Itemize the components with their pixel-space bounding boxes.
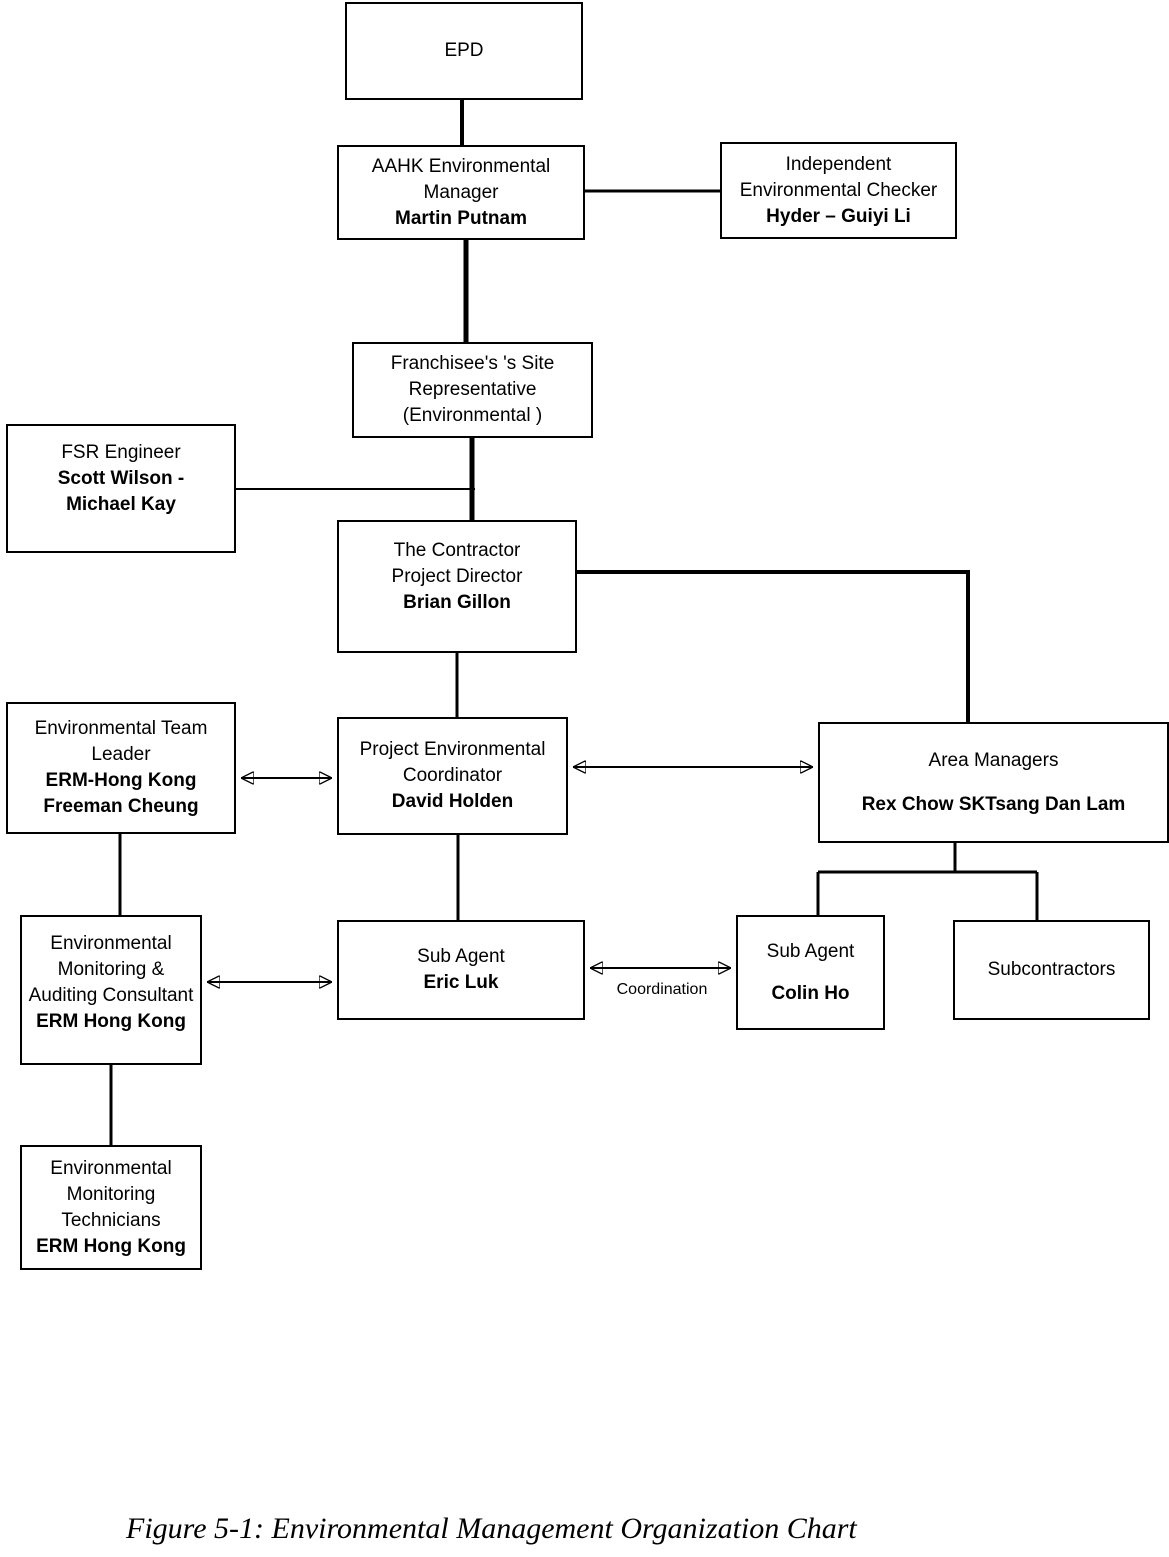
box-text-line: Freeman Cheung <box>43 796 199 817</box>
box-independent-environmental-checker: Independent Environmental Checker Hyder … <box>720 142 957 239</box>
box-text-line: ERM Hong Kong <box>36 1011 186 1032</box>
box-text-line: Area Managers <box>928 749 1059 771</box>
box-text-line: David Holden <box>391 791 514 812</box>
box-text-line: ERM-Hong Kong <box>45 770 197 791</box>
box-epd: EPD <box>345 2 583 100</box>
box-text-line: Environmental <box>50 933 172 954</box>
box-text-line: Technicians <box>61 1209 161 1231</box>
box-area-managers: Area Managers Rex Chow SKTsang Dan Lam <box>818 722 1169 843</box>
box-text-line: Brian Gillon <box>403 592 511 613</box>
box-text-line: Scott Wilson - <box>57 468 185 489</box>
box-text-line: The Contractor <box>393 540 521 561</box>
box-text-line: Subcontractors <box>987 959 1116 980</box>
box-environmental-monitoring-technicians: Environmental Monitoring Technicians ERM… <box>20 1145 202 1270</box>
connector-area-managers-branch <box>816 843 1039 920</box>
box-text-line: Monitoring & <box>57 959 165 980</box>
box-text-line: Project Environmental <box>359 739 546 760</box>
box-text-line: Franchisee's 's Site <box>390 353 555 374</box>
box-text-line: Leader <box>91 744 151 765</box>
box-text-line: Project Director <box>391 566 523 587</box>
box-subcontractors: Subcontractors <box>953 920 1150 1020</box>
box-environmental-monitoring-auditing-consultant: Environmental Monitoring & Auditing Cons… <box>20 915 202 1065</box>
box-text-line: Monitoring <box>66 1183 156 1205</box>
box-franchisee-site-representative: Franchisee's 's Site Representative (Env… <box>352 342 593 438</box>
box-project-environmental-coordinator: Project Environmental Coordinator David … <box>337 717 568 835</box>
box-contractor-project-director: The Contractor Project Director Brian Gi… <box>337 520 577 653</box>
box-text-line: Auditing Consultant <box>28 985 194 1006</box>
box-text-line: Sub Agent <box>766 940 855 962</box>
box-text-line: Sub Agent <box>417 946 505 967</box>
box-text-line: Michael Kay <box>66 494 176 515</box>
box-text-line: Hyder – Guiyi Li <box>766 205 911 227</box>
box-text-line: ERM Hong Kong <box>36 1235 186 1257</box>
box-text-line: Martin Putnam <box>395 207 527 229</box>
connector-contractor-pd-to-area-managers <box>577 570 970 722</box>
box-fsr-engineer: FSR Engineer Scott Wilson - Michael Kay <box>6 424 236 553</box>
box-text-line: Rex Chow SKTsang Dan Lam <box>861 793 1126 815</box>
box-text-line: Representative <box>408 379 537 400</box>
box-sub-agent-colin-ho: Sub Agent Colin Ho <box>736 915 885 1030</box>
box-text-line: Coordinator <box>402 765 503 786</box>
box-text-line: FSR Engineer <box>61 442 181 463</box>
box-text-line: AAHK Environmental <box>371 155 551 177</box>
box-aahk-environmental-manager: AAHK Environmental Manager Martin Putnam <box>337 145 585 240</box>
box-text-line: (Environmental ) <box>402 405 543 426</box>
coordination-label: Coordination <box>616 981 708 998</box>
box-text-line: Colin Ho <box>771 982 850 1004</box>
box-text-line: Eric Luk <box>423 972 499 993</box>
box-text-line: Environmental Checker <box>739 179 938 201</box>
box-text-line: Environmental Team <box>34 718 208 739</box>
box-text-line: Manager <box>423 181 499 203</box>
box-text-line: Environmental <box>50 1157 172 1179</box>
box-environmental-team-leader: Environmental Team Leader ERM-Hong Kong … <box>6 702 236 834</box>
figure-caption: Figure 5-1: Environmental Management Org… <box>126 1512 857 1545</box>
box-text-line: Independent <box>785 153 892 175</box>
box-sub-agent-eric-luk: Sub Agent Eric Luk <box>337 920 585 1020</box>
box-text-line: EPD <box>444 40 484 61</box>
